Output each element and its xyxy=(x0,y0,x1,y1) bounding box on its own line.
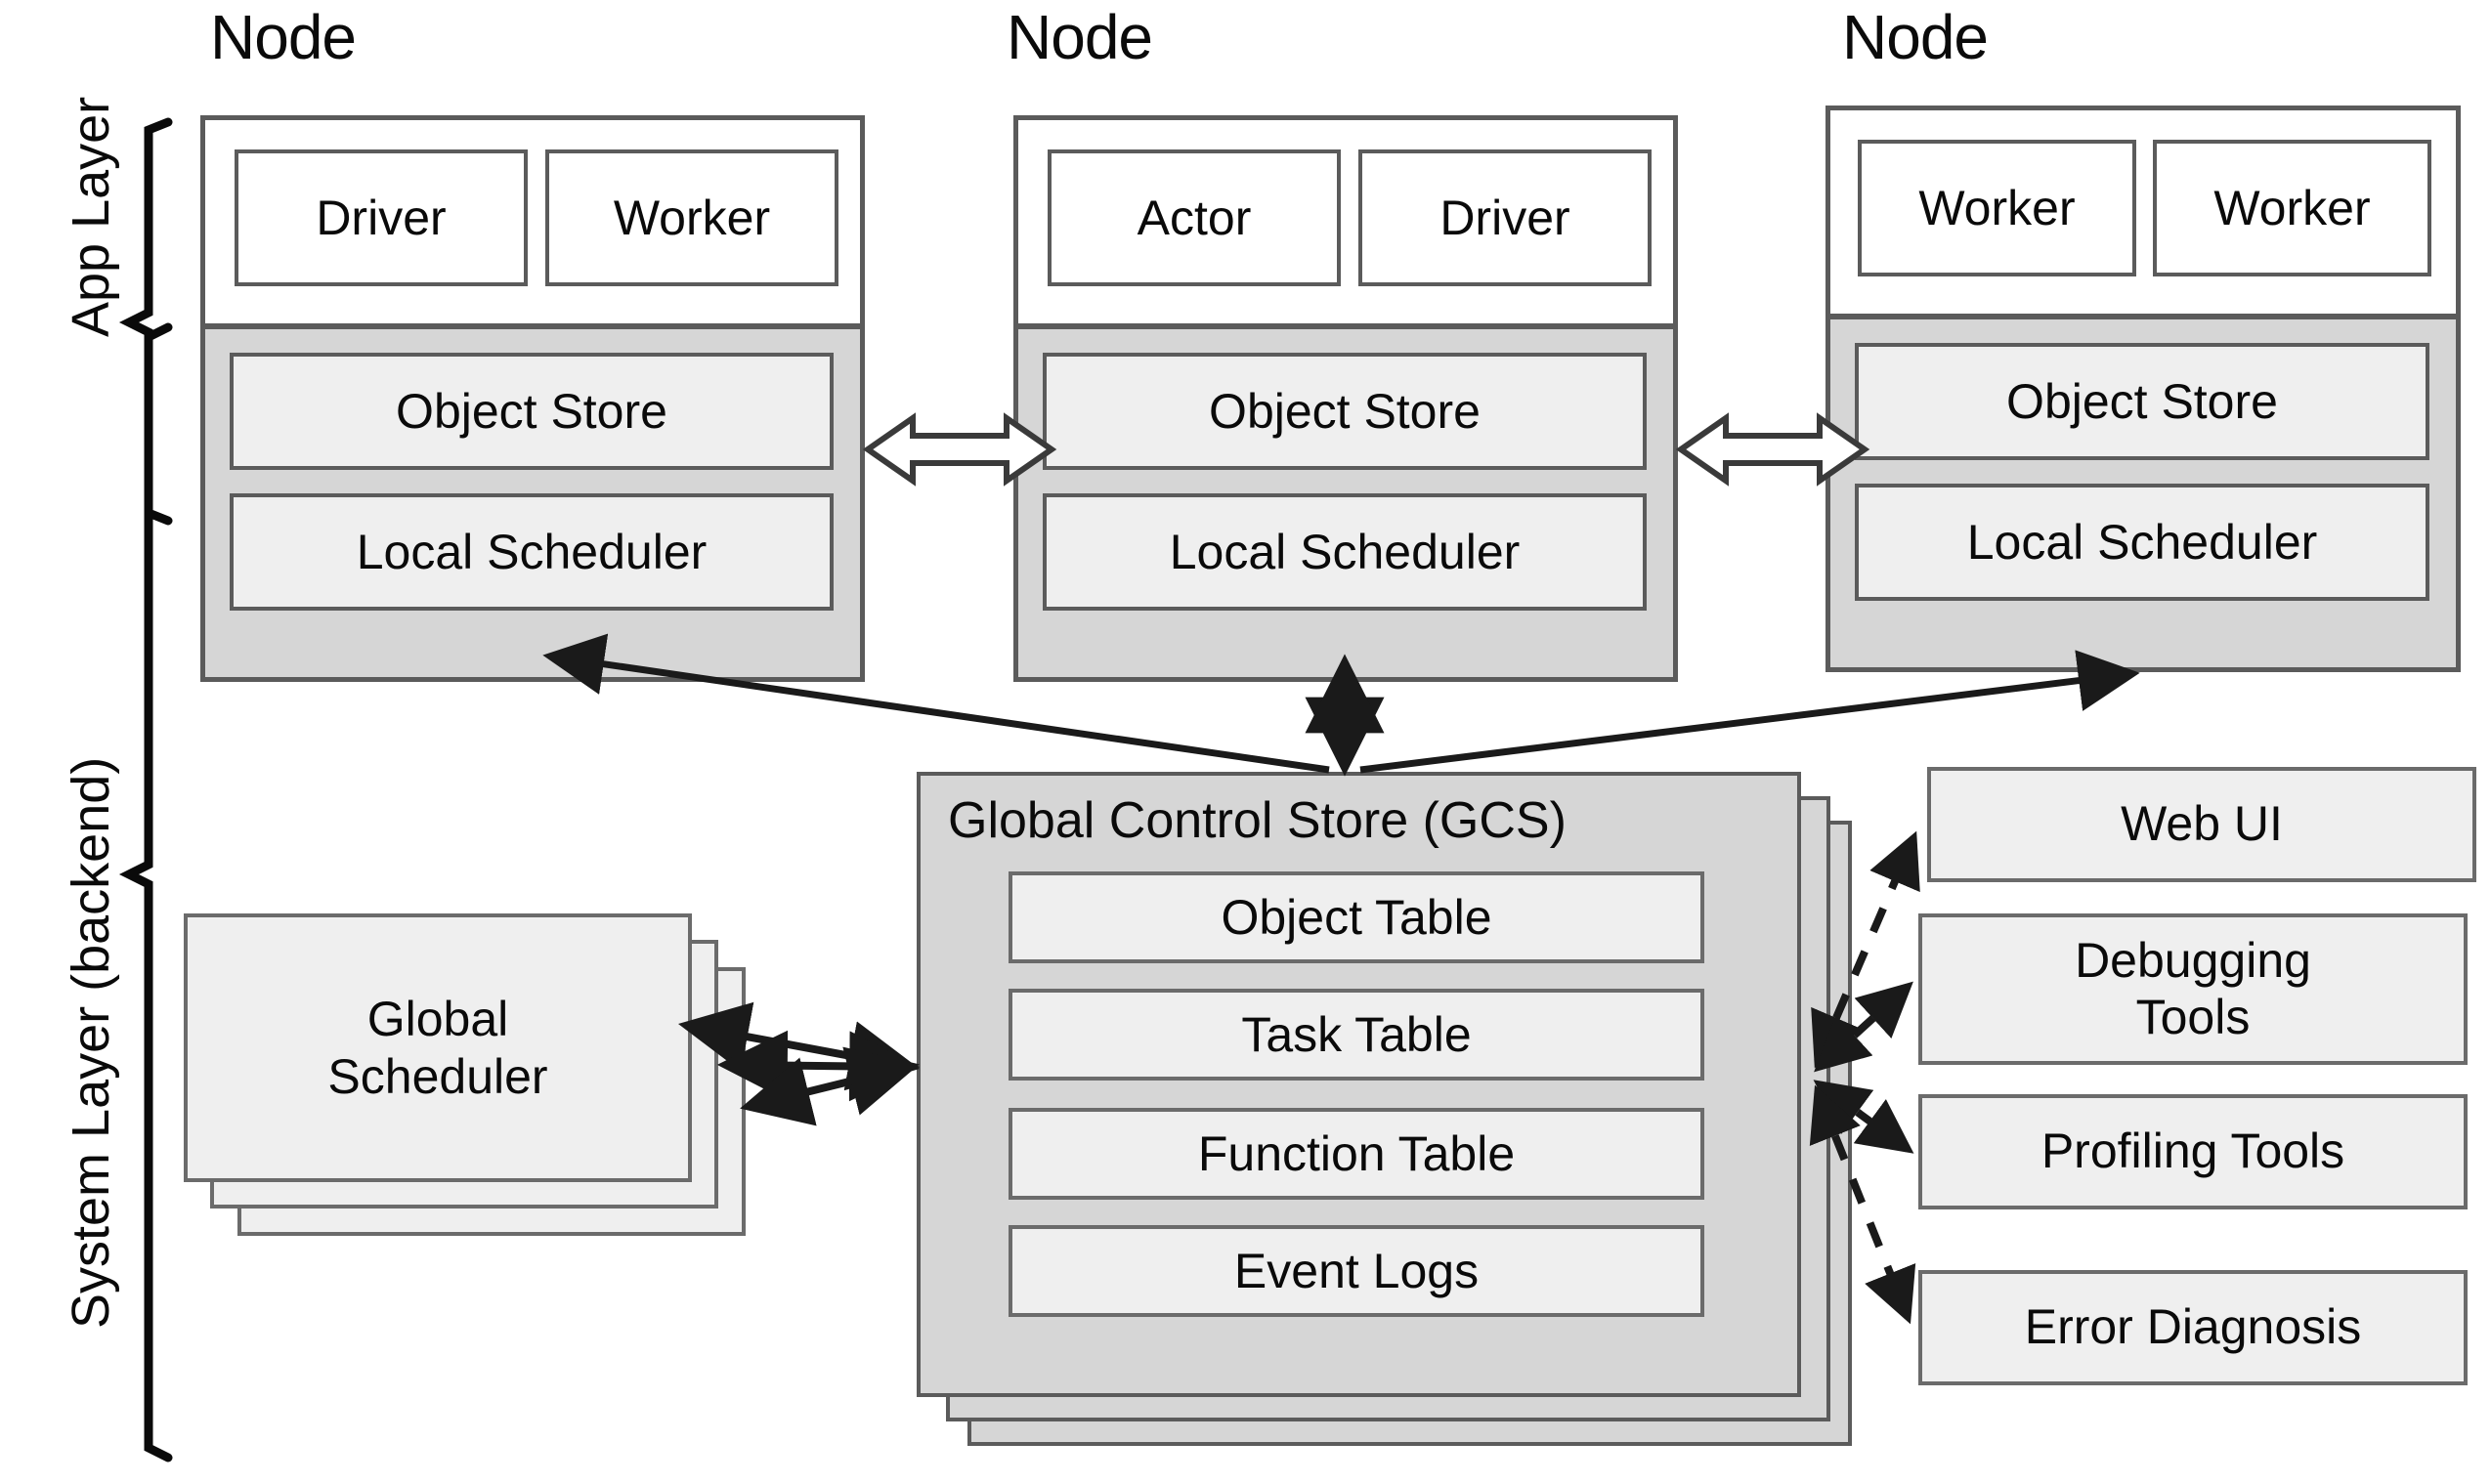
node-title-2: Node xyxy=(1007,2,1153,72)
node-2-object-store[interactable]: Object Store xyxy=(1043,353,1647,470)
node-title-1: Node xyxy=(210,2,357,72)
node-1-unit-worker[interactable]: Worker xyxy=(545,149,838,286)
arrow-gcs-to-local-scheduler-3 xyxy=(1359,650,2140,774)
node-3-unit-worker-b[interactable]: Worker xyxy=(2153,140,2431,276)
global-scheduler[interactable]: Global Scheduler xyxy=(184,913,692,1182)
node-2-local-scheduler[interactable]: Local Scheduler xyxy=(1043,493,1647,611)
tool-debugging-tools[interactable]: Debugging Tools xyxy=(1918,913,2468,1065)
gcs-table-event-logs[interactable]: Event Logs xyxy=(1009,1225,1704,1317)
gcs-table-function[interactable]: Function Table xyxy=(1009,1108,1704,1200)
gcs-panel: Global Control Store (GCS) Object Table … xyxy=(917,772,1801,1397)
node-3-local-scheduler[interactable]: Local Scheduler xyxy=(1855,484,2429,601)
node-2-system-section: Object Store Local Scheduler xyxy=(1018,323,1673,677)
node-1-unit-driver[interactable]: Driver xyxy=(235,149,528,286)
tool-debugging-line1: Debugging xyxy=(2075,933,2311,988)
node-1: Driver Worker Object Store Local Schedul… xyxy=(200,115,865,682)
tool-profiling-tools[interactable]: Profiling Tools xyxy=(1918,1094,2468,1209)
tool-error-diagnosis[interactable]: Error Diagnosis xyxy=(1918,1270,2468,1385)
node-title-3: Node xyxy=(1842,2,1989,72)
node-3: Worker Worker Object Store Local Schedul… xyxy=(1825,106,2461,672)
node-2-app-section: Actor Driver xyxy=(1018,120,1673,327)
node-3-app-section: Worker Worker xyxy=(1830,110,2456,318)
layer-label-app: App Layer xyxy=(62,96,120,337)
node-3-object-store[interactable]: Object Store xyxy=(1855,343,2429,460)
node-1-system-section: Object Store Local Scheduler xyxy=(205,323,860,677)
node-3-system-section: Object Store Local Scheduler xyxy=(1830,314,2456,667)
node-2: Actor Driver Object Store Local Schedule… xyxy=(1013,115,1678,682)
node-1-local-scheduler[interactable]: Local Scheduler xyxy=(230,493,834,611)
gcs-table-object[interactable]: Object Table xyxy=(1009,871,1704,963)
layer-label-system: System Layer (backend) xyxy=(62,756,120,1329)
bracket-app-layer xyxy=(118,117,173,526)
node-2-unit-actor[interactable]: Actor xyxy=(1048,149,1341,286)
tool-web-ui[interactable]: Web UI xyxy=(1927,767,2476,882)
global-scheduler-label-line1: Global xyxy=(366,991,509,1046)
tool-debugging-line2: Tools xyxy=(2135,989,2251,1044)
node-1-app-section: Driver Worker xyxy=(205,120,860,327)
global-scheduler-label-line2: Scheduler xyxy=(327,1048,548,1104)
node-3-unit-worker-a[interactable]: Worker xyxy=(1858,140,2136,276)
node-1-object-store[interactable]: Object Store xyxy=(230,353,834,470)
gcs-table-task[interactable]: Task Table xyxy=(1009,989,1704,1081)
gcs-title: Global Control Store (GCS) xyxy=(948,792,1567,849)
node-2-unit-driver[interactable]: Driver xyxy=(1358,149,1652,286)
bracket-system-layer xyxy=(118,322,173,1463)
